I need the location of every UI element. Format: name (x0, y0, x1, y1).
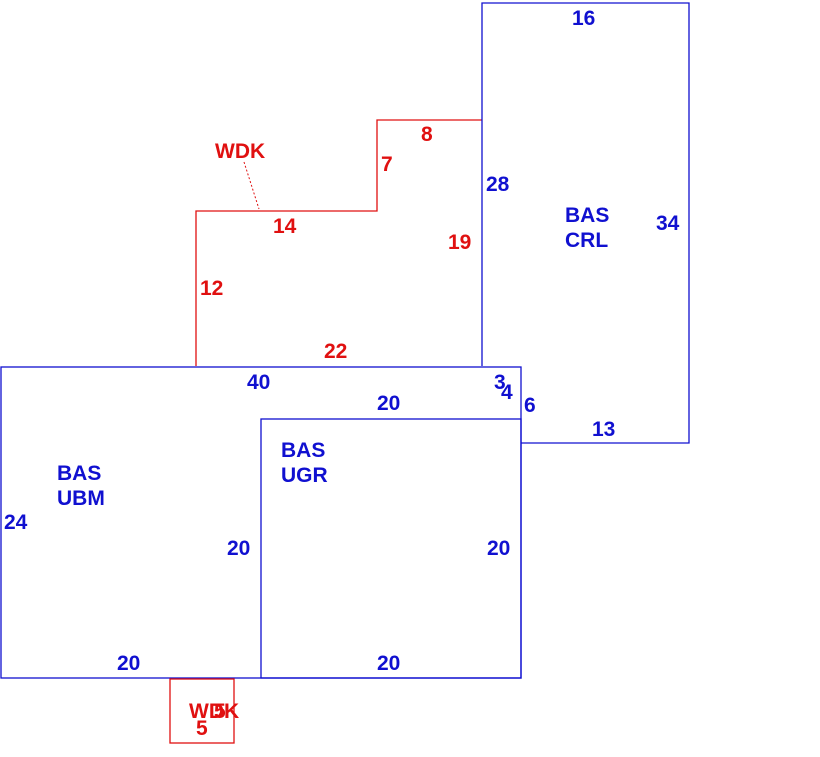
wdk-upper-dim-right: 19 (448, 231, 471, 254)
wdk-upper-dim-left: 12 (200, 277, 223, 300)
wdk-lower-outline (169, 678, 235, 744)
crl-dim-notch-c: 6 (524, 394, 536, 417)
ubm-dim-left: 24 (4, 511, 28, 534)
ugr-code-label: BAS (281, 439, 325, 462)
wdk-upper-leader (243, 161, 260, 210)
wdk-upper-dim-top-short: 8 (421, 123, 433, 146)
ugr-dim-bottom: 20 (377, 652, 400, 675)
ugr-dim-top: 20 (377, 392, 400, 415)
ubm-sub-label: UBM (57, 487, 105, 510)
ubm-dim-top: 40 (247, 371, 270, 394)
crl-code-label: BAS (565, 204, 609, 227)
wdk-upper-outline (195, 119, 482, 366)
ugr-dim-right: 20 (487, 537, 510, 560)
crl-dim-left: 28 (486, 173, 510, 196)
ugr-sub-label: UGR (281, 464, 328, 487)
crl-dim-right: 34 (656, 212, 680, 235)
crl-dim-notch-a: 3 (494, 371, 506, 394)
wdk-upper-dim-bottom: 22 (324, 340, 347, 363)
wdk-upper-label: WDK (215, 140, 265, 163)
crl-dim-bottom: 13 (592, 418, 615, 441)
wdk-lower-dim-side: 5 (214, 700, 226, 723)
ubm-dim-inner: 20 (227, 537, 250, 560)
ubm-dim-bottom: 20 (117, 652, 140, 675)
crl-dim-notch-b: 4 (501, 381, 513, 404)
crl-sub-label: CRL (565, 229, 608, 252)
wdk-lower-label: WDK (189, 700, 239, 723)
wdk-upper-dim-top-long: 14 (273, 215, 297, 238)
wdk-upper-dim-step: 7 (381, 153, 393, 176)
wdk-lower-dim-bottom: 5 (196, 717, 208, 740)
crl-outline (481, 2, 690, 444)
ugr-outline (260, 418, 522, 679)
crl-dim-top: 16 (572, 7, 595, 30)
ubm-code-label: BAS (57, 462, 101, 485)
